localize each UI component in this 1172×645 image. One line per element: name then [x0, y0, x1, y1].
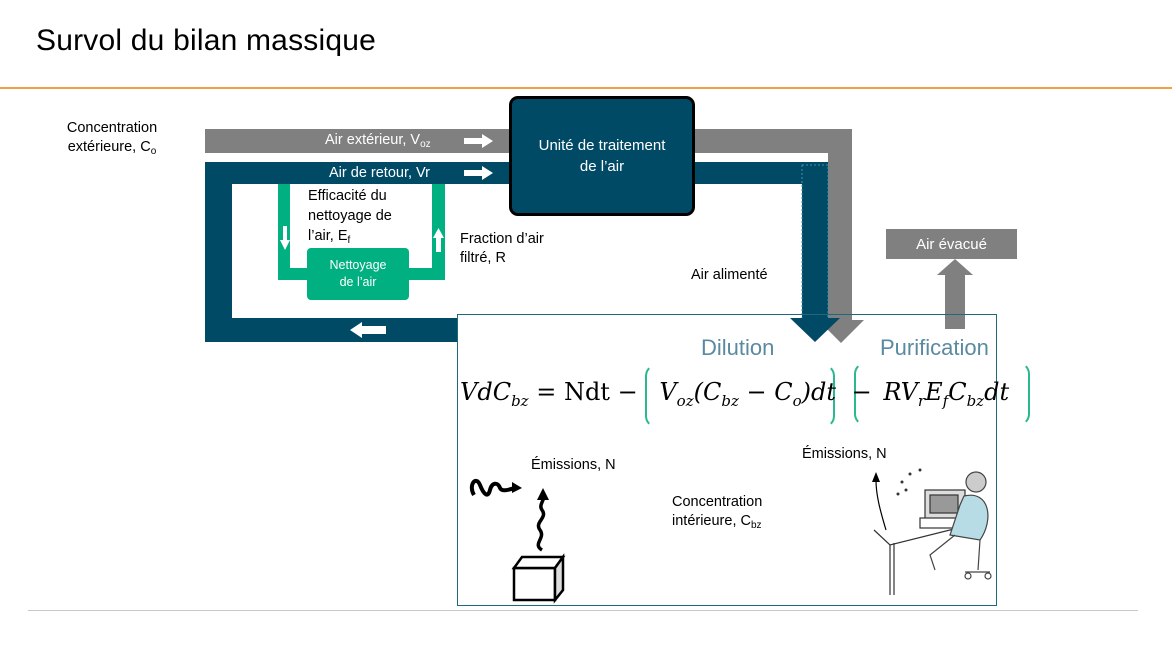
return-air-label: Air de retour, Vr [329, 165, 431, 181]
exhaust-arrowhead [937, 259, 973, 275]
return-loop-left [205, 162, 232, 342]
outdoor-concentration-sub: o [150, 146, 157, 157]
outdoor-concentration-line2: extérieure, C [67, 139, 151, 155]
exhaust-arrow-shaft [945, 273, 965, 329]
ahu-line2: de l’air [579, 158, 625, 175]
dilution-bracket [645, 364, 835, 428]
ahu-line1: Unité de traitement [538, 137, 666, 154]
filtered-fraction-line2: filtré, R [460, 250, 506, 266]
eq-t1c-sub: o [792, 392, 802, 410]
emissions-left-label: Émissions, N [531, 457, 616, 473]
eq-t2b: E [925, 378, 943, 406]
cleaning-efficiency-line2: nettoyage de [308, 208, 392, 224]
mass-balance-equation: VdCbz = Ndt − Voz(Cbz − Co)dt − RVrEfCbz… [460, 378, 1009, 410]
air-cleaning-box: Nettoyage de l’air [307, 248, 409, 300]
outdoor-air-label: Air extérieur, Voz [325, 131, 431, 154]
box-icon [511, 553, 566, 604]
air-handling-unit: Unité de traitement de l’air [509, 96, 695, 216]
eq-t1a: V [659, 378, 677, 406]
dilution-label: Dilution [701, 335, 775, 360]
outdoor-concentration-line1: Concentration [66, 120, 158, 136]
eq-t1d: )dt [801, 378, 836, 406]
exhaust-air-box: Air évacué [886, 229, 1017, 259]
outdoor-air-down-duct [828, 132, 852, 322]
cleaning-up-arrow-icon [433, 228, 444, 252]
purification-label: Purification [880, 335, 989, 360]
eq-lhs-sub: bz [511, 392, 529, 410]
indoor-concentration-sub: bz [750, 520, 762, 531]
eq-lhs: VdC [460, 378, 512, 406]
office-worker-illustration [872, 468, 992, 595]
slide-title: Survol du bilan massique [36, 24, 376, 57]
cleaning-down-arrow-icon [280, 226, 290, 250]
eq-t2b-sub: f [942, 392, 949, 410]
cleaning-efficiency-line3: l’air, E [308, 228, 348, 244]
cleaning-efficiency-label: Efficacité du nettoyage de l’air, Ef [308, 186, 392, 251]
eq-t1a-sub: oz [676, 392, 694, 410]
return-loop-bottom [205, 318, 458, 342]
supply-air-down-duct [801, 164, 829, 321]
emitting-box-illustration [469, 478, 566, 604]
cleaning-efficiency-sub: f [347, 235, 351, 246]
eq-t1b-sub: bz [721, 392, 739, 410]
emissions-right-label: Émissions, N [802, 446, 887, 462]
outdoor-air-sub: oz [420, 139, 431, 150]
eq-t2c: C [948, 378, 967, 406]
squiggle-arrow-icon [469, 478, 516, 497]
emission-arrowhead-icon [872, 472, 880, 482]
emission-arrow-icon [875, 479, 887, 531]
music-notes-icon [896, 468, 922, 496]
rising-fumes-icon [536, 493, 546, 552]
indoor-space-box [457, 314, 997, 606]
indoor-concentration-line1: Concentration [672, 494, 763, 510]
fumes-arrowhead-icon [537, 488, 549, 500]
eq-t2a-sub: r [917, 392, 926, 410]
eq-t2d: dt [984, 378, 1010, 406]
indoor-concentration-line2: intérieure, C [672, 513, 751, 529]
eq-t2a: RV [883, 378, 918, 406]
eq-t1b: (C [693, 378, 722, 406]
indoor-concentration-label: Concentration intérieure, Cbz [672, 493, 762, 535]
filtered-fraction-label: Fraction d’air filtré, R [460, 230, 544, 268]
purification-bracket [854, 362, 1030, 426]
outdoor-concentration-label: Concentration extérieure, Co [56, 119, 168, 161]
supply-air-arrowhead [790, 318, 840, 342]
cleaning-box-line2: de l’air [339, 275, 377, 289]
outdoor-air-arrow-icon [464, 134, 493, 148]
cleaning-efficiency-line1: Efficacité du [308, 188, 387, 204]
return-air-arrow-icon [464, 166, 493, 180]
supply-air-label: Air alimenté [691, 267, 768, 283]
eq-t2c-sub: bz [966, 392, 985, 410]
eq-minus: − [844, 378, 880, 406]
eq-t1c: − C [738, 378, 793, 406]
cleaning-box-line1: Nettoyage [329, 258, 387, 272]
return-loop-left-arrow-icon [350, 322, 386, 338]
desk-icon [873, 524, 971, 595]
filtered-fraction-line1: Fraction d’air [460, 231, 544, 247]
outdoor-air-text: Air extérieur, V [325, 132, 421, 148]
header-divider [0, 87, 1172, 89]
squiggle-arrowhead-icon [512, 482, 522, 493]
footer-divider [28, 610, 1138, 611]
person-icon [929, 471, 992, 580]
eq-source-term: = Ndt − [528, 378, 646, 406]
